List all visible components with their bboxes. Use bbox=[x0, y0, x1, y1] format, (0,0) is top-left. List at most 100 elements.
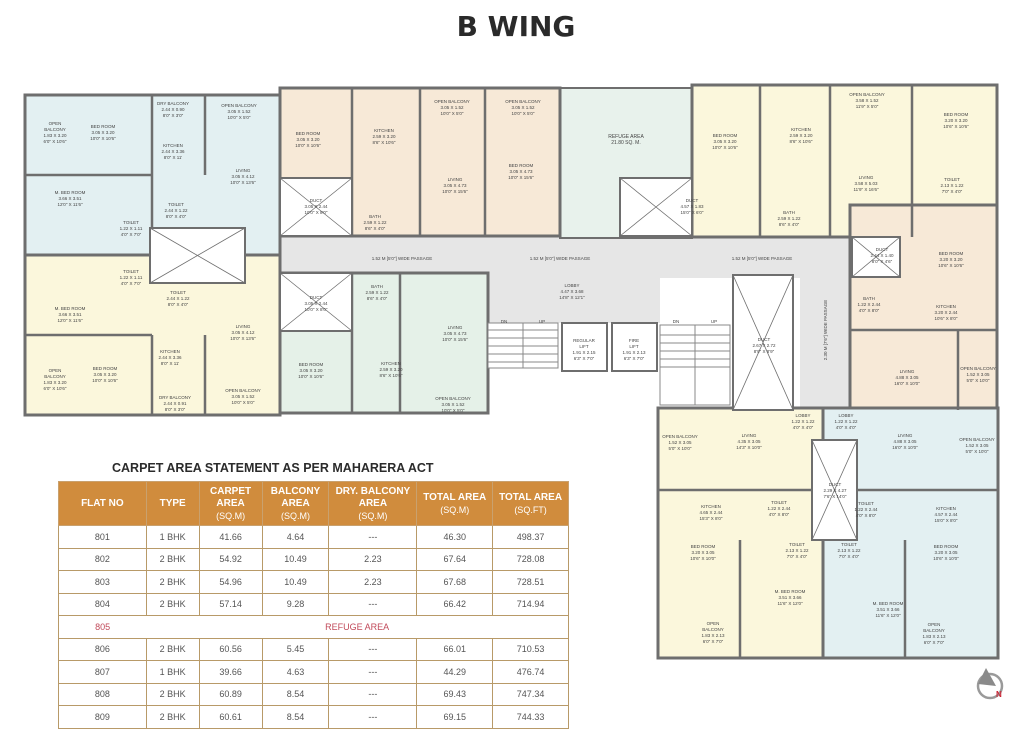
area-statement-table: FLAT NO TYPE CARPET AREA(SQ.M) BALCONY A… bbox=[58, 481, 570, 729]
room-label: BED ROOM 3.05 X 3.20 10'0" X 10'6" bbox=[295, 131, 321, 148]
room-label: KITCHEN 2.59 X 3.20 8'6" X 10'6" bbox=[379, 361, 403, 378]
room-label: OPEN BALCONY 3.05 X 1.52 10'0" X 5'0" bbox=[505, 99, 541, 116]
room-label: KITCHEN 2.59 X 3.20 8'6" X 10'6" bbox=[372, 128, 396, 145]
room-label: LIVING 3.05 X 4.73 10'0" X 15'6" bbox=[442, 325, 468, 342]
room-label: KITCHEN 2.44 X 3.36 8'0" X 11' bbox=[158, 349, 182, 366]
room-label: DUCT 2.29 X 4.27 7'6" X 14'0" bbox=[823, 482, 847, 499]
room-label: BED ROOM 3.20 X 3.05 10'6" X 10'0" bbox=[690, 544, 716, 561]
compass-north-label: N bbox=[996, 690, 1002, 699]
room-label: TOILET 2.44 X 1.22 8'0" X 4'0" bbox=[164, 202, 188, 219]
room-label: KITCHEN 2.44 X 3.36 8'0" X 11' bbox=[161, 143, 185, 160]
room-label: BED ROOM 3.05 X 3.20 10'0" X 10'6" bbox=[90, 124, 116, 141]
room-label: TOILET 2.44 X 1.22 8'0" X 4'0" bbox=[166, 290, 190, 307]
col-balcony-area: BALCONY AREA(SQ.M) bbox=[261, 481, 330, 526]
room-label: TOILET 1.22 X 2.44 4'0" X 8'0" bbox=[767, 500, 791, 517]
room-label: LIVING 4.88 X 3.05 16'0" X 10'0" bbox=[892, 433, 918, 450]
passage-label-right: 1.52 M [5'0"] WIDE PASSAGE bbox=[731, 256, 793, 261]
room-label: OPEN BALCONY 1.83 X 3.20 6'0" X 10'6" bbox=[43, 121, 67, 144]
room-label: OPEN BALCONY 1.83 X 2.13 6'0" X 7'0" bbox=[922, 622, 946, 645]
room-label: TOILET 1.22 X 1.11 4'0" X 7'0" bbox=[119, 269, 143, 286]
room-label: LIVING 3.05 X 4.73 10'0" X 15'6" bbox=[442, 177, 468, 194]
room-label: BED ROOM 3.20 X 3.05 10'6" X 10'0" bbox=[933, 544, 959, 561]
room-label: OPEN BALCONY 3.05 X 1.52 10'0" X 5'0" bbox=[221, 103, 257, 120]
stair2-down-label: DN bbox=[672, 319, 680, 324]
room-label: BATH 2.59 X 1.22 8'6" X 4'0" bbox=[365, 284, 389, 301]
room-label: TOILET 1.22 X 1.11 4'0" X 7'0" bbox=[119, 220, 143, 237]
room-label: KITCHEN 2.59 X 3.20 8'6" X 10'6" bbox=[789, 127, 813, 144]
room-label: DRY BALCONY 2.44 X 0.91 8'0" X 3'0" bbox=[158, 395, 192, 412]
room-label: BED ROOM 3.05 X 3.20 10'0" X 10'6" bbox=[92, 366, 118, 383]
room-label: TOILET 2.13 X 1.22 7'0" X 4'0" bbox=[837, 542, 861, 559]
room-label: M. BED ROOM 3.66 X 3.51 12'0" X 11'6" bbox=[54, 190, 86, 207]
col-carpet-area: CARPET AREA(SQ.M) bbox=[198, 481, 263, 526]
col-total-area-sqm: TOTAL AREA(SQ.M) bbox=[416, 481, 494, 526]
stair2-up-label: UP bbox=[710, 319, 718, 324]
room-label: LIVING 3.58 X 5.03 11'9" X 16'6" bbox=[853, 175, 879, 192]
room-label: KITCHEN 4.57 X 2.44 15'0" X 8'0" bbox=[934, 506, 958, 523]
room-label: BATH 2.59 X 1.22 8'6" X 4'0" bbox=[777, 210, 801, 227]
room-label: OPEN BALCONY 3.05 X 1.52 10'0" X 5'0" bbox=[435, 396, 471, 413]
room-label: BED ROOM 3.05 X 4.73 10'0" X 15'6" bbox=[508, 163, 534, 180]
room-label: M. BED ROOM 3.66 X 3.51 12'0" X 11'6" bbox=[54, 306, 86, 323]
room-label: BED ROOM 3.05 X 3.20 10'0" X 10'6" bbox=[712, 133, 738, 150]
room-label: LIVING 4.35 X 3.05 14'3" X 10'0" bbox=[736, 433, 762, 450]
room-label: DUCT 3.05 X 2.44 10'0" X 8'0" bbox=[304, 295, 328, 312]
room-label: LOBBY 1.22 X 1.22 4'0" X 4'0" bbox=[791, 413, 815, 430]
room-label: DUCT 3.05 X 2.44 10'0" X 8'0" bbox=[304, 198, 328, 215]
col-total-area-sqft: TOTAL AREA(SQ.FT) bbox=[492, 481, 569, 526]
lobby-label: LOBBY 4.47 X 3.68 14'8" X 12'1" bbox=[559, 283, 585, 300]
room-label: LIVING 3.05 X 4.12 10'0" X 13'6" bbox=[230, 324, 256, 341]
col-flat-no: FLAT NO bbox=[58, 481, 147, 526]
room-label: DUCT 2.67 X 2.72 8'9" X 8'9" bbox=[752, 337, 776, 354]
refuge-area-label: REFUGE AREA 21.80 SQ. M. bbox=[608, 134, 644, 146]
page-title: B WING bbox=[456, 10, 576, 43]
room-label: OPEN BALCONY 1.52 X 3.05 5'0" X 10'0" bbox=[662, 434, 698, 451]
room-label: LOBBY 1.22 X 1.22 4'0" X 4'0" bbox=[834, 413, 858, 430]
room-label: OPEN BALCONY 1.83 X 2.13 6'0" X 7'0" bbox=[701, 621, 725, 644]
room-label: M. BED ROOM 3.51 X 3.66 11'6" X 12'0" bbox=[872, 601, 904, 618]
north-compass-icon: N bbox=[970, 664, 1010, 704]
area-statement-title: CARPET AREA STATEMENT AS PER MAHARERA AC… bbox=[112, 461, 434, 475]
room-label: M. BED ROOM 3.51 X 3.66 11'6" X 12'0" bbox=[774, 589, 806, 606]
table-header-row: FLAT NO TYPE CARPET AREA(SQ.M) BALCONY A… bbox=[58, 481, 569, 526]
room-label: LIVING 4.88 X 3.05 16'0" X 10'0" bbox=[894, 369, 920, 386]
room-label: BED ROOM 3.20 X 3.20 10'6" X 10'6" bbox=[938, 251, 964, 268]
fire-lift-label: FIRE LIFT 1.91 X 2.13 6'3" X 7'0" bbox=[622, 338, 646, 361]
room-label: DUCT 2.44 X 1.40 8'0" X 4'6" bbox=[870, 247, 894, 264]
room-label: KITCHEN 3.20 X 2.44 10'6" X 8'0" bbox=[934, 304, 958, 321]
room-label: OPEN BALCONY 3.58 X 1.52 11'9" X 5'0" bbox=[849, 92, 885, 109]
room-label: DRY BALCONY 2.44 X 0.90 8'0" X 3'0" bbox=[156, 101, 190, 118]
room-label: LIVING 3.05 X 4.12 10'0" X 13'6" bbox=[230, 168, 256, 185]
room-label: BED ROOM 3.05 X 3.20 10'0" X 10'6" bbox=[298, 362, 324, 379]
room-label: DUCT 4.57 X 1.83 15'0" X 6'0" bbox=[680, 198, 704, 215]
room-label: TOILET 1.22 X 2.44 4'0" X 8'0" bbox=[854, 501, 878, 518]
regular-lift-label: REGULAR LIFT 1.91 X 2.15 6'3" X 7'0" bbox=[572, 338, 596, 361]
passage-label: 1.52 M [5'0"] WIDE PASSAGE bbox=[529, 256, 591, 261]
room-label: TOILET 2.13 X 1.22 7'0" X 4'0" bbox=[785, 542, 809, 559]
stair-up-label: UP bbox=[538, 319, 546, 324]
col-type: TYPE bbox=[145, 481, 200, 526]
room-label: KITCHEN 4.65 X 2.44 15'3" X 8'0" bbox=[699, 504, 723, 521]
room-label: BATH 2.59 X 1.22 8'6" X 4'0" bbox=[363, 214, 387, 231]
room-label: OPEN BALCONY 1.52 X 3.05 5'0" X 10'0" bbox=[960, 366, 996, 383]
room-label: OPEN BALCONY 3.05 X 1.52 10'0" X 5'0" bbox=[434, 99, 470, 116]
passage-label-left: 1.52 M [5'0"] WIDE PASSAGE bbox=[371, 256, 433, 261]
stair-down-label: DN bbox=[500, 319, 508, 324]
room-label: BED ROOM 3.20 X 3.20 10'6" X 10'6" bbox=[943, 112, 969, 129]
passage-label-vertical: 2.30 M [7'6"] WIDE PASSAGE bbox=[823, 299, 828, 361]
room-label: OPEN BALCONY 3.05 X 1.52 10'0" X 5'0" bbox=[225, 388, 261, 405]
room-label: BATH 1.22 X 2.44 4'0" X 8'0" bbox=[857, 296, 881, 313]
room-label: OPEN BALCONY 1.52 X 3.05 5'0" X 10'0" bbox=[959, 437, 995, 454]
room-label: TOILET 2.13 X 1.22 7'0" X 4'0" bbox=[940, 177, 964, 194]
